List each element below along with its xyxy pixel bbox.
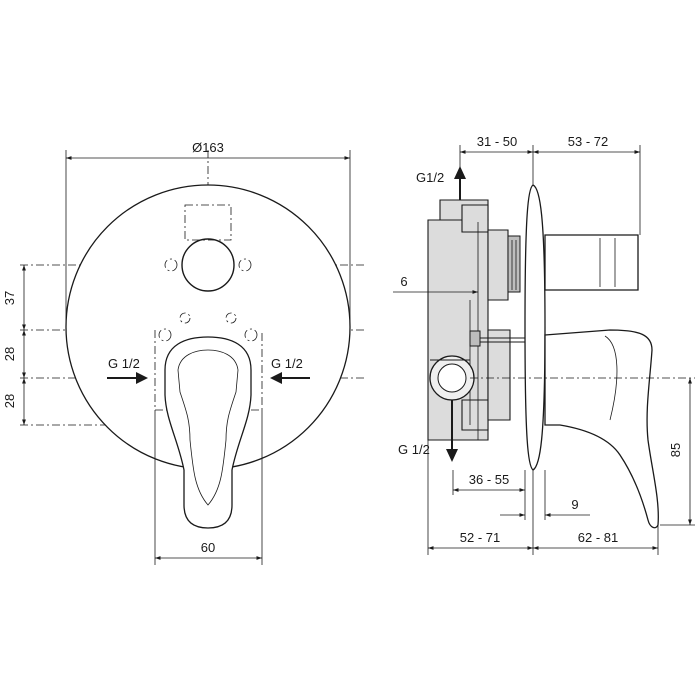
dim-28-mid-label: 28 (2, 347, 17, 361)
dim-52-71-label: 52 - 71 (460, 530, 500, 545)
dim-60-label: 60 (201, 540, 215, 555)
cover-plate-side (524, 184, 546, 471)
lever-handle-side (544, 329, 659, 529)
dim-9-label: 9 (571, 497, 578, 512)
diverter-knob (181, 238, 235, 292)
front-view: Ø163 37 28 28 G 1/2 G 1/2 60 (2, 140, 365, 565)
dim-62-81-label: 62 - 81 (578, 530, 618, 545)
dim-31-50-label: 31 - 50 (477, 134, 517, 149)
lever-handle (164, 336, 252, 529)
dim-37-label: 37 (2, 291, 17, 305)
dim-28-bot-label: 28 (2, 394, 17, 408)
outlet-bottom-label: G 1/2 (398, 442, 430, 457)
diameter-label: Ø163 (192, 140, 224, 155)
dim-85-label: 85 (668, 443, 683, 457)
dim-53-72-label: 53 - 72 (568, 134, 608, 149)
dim-6-label: 6 (400, 274, 407, 289)
dim-36-55-label: 36 - 55 (469, 472, 509, 487)
inlet-right-label: G 1/2 (271, 356, 303, 371)
side-view: G1/2 G 1/2 31 - 50 53 - 72 6 36 - 55 9 (393, 134, 695, 555)
outlet-top-label: G1/2 (416, 170, 444, 185)
inlet-left-label: G 1/2 (108, 356, 140, 371)
